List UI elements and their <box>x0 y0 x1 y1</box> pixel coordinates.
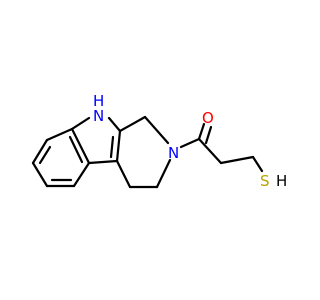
bond <box>31 138 49 165</box>
bond <box>219 155 255 165</box>
indole-nitrogen-label: N <box>93 107 104 125</box>
double-bond-inner <box>109 135 115 159</box>
benzene-ring <box>31 127 91 188</box>
carbonyl-bond <box>197 122 206 141</box>
bond <box>251 155 264 173</box>
bond <box>197 137 223 165</box>
bond <box>115 159 132 189</box>
indole-nitrogen-h-label: H <box>93 92 104 110</box>
carbonyl-oxygen-label: O <box>202 109 214 127</box>
molecule-structure: H N N O S H <box>31 92 287 190</box>
piperidine-ring <box>115 115 172 189</box>
thiol-sulfur-label: S <box>260 172 270 190</box>
bond <box>118 115 147 133</box>
bond <box>179 137 201 149</box>
bond <box>45 127 74 142</box>
bond <box>115 129 122 163</box>
structure-canvas: H N N O S H <box>31 92 287 190</box>
thiopropanoyl-chain <box>179 122 264 173</box>
ring-nitrogen-label: N <box>168 144 179 162</box>
double-bond-inner <box>38 145 52 165</box>
bond <box>31 161 49 188</box>
bond <box>155 158 172 189</box>
bond <box>70 127 91 165</box>
pyrrole-ring <box>70 116 122 165</box>
thiol-hydrogen-label: H <box>276 172 287 190</box>
bond <box>87 159 119 165</box>
carbonyl-bond <box>204 125 213 145</box>
bond <box>72 161 91 188</box>
double-bond-inner <box>68 135 84 164</box>
bond <box>143 115 170 145</box>
bond <box>107 116 122 133</box>
bond <box>70 116 91 131</box>
